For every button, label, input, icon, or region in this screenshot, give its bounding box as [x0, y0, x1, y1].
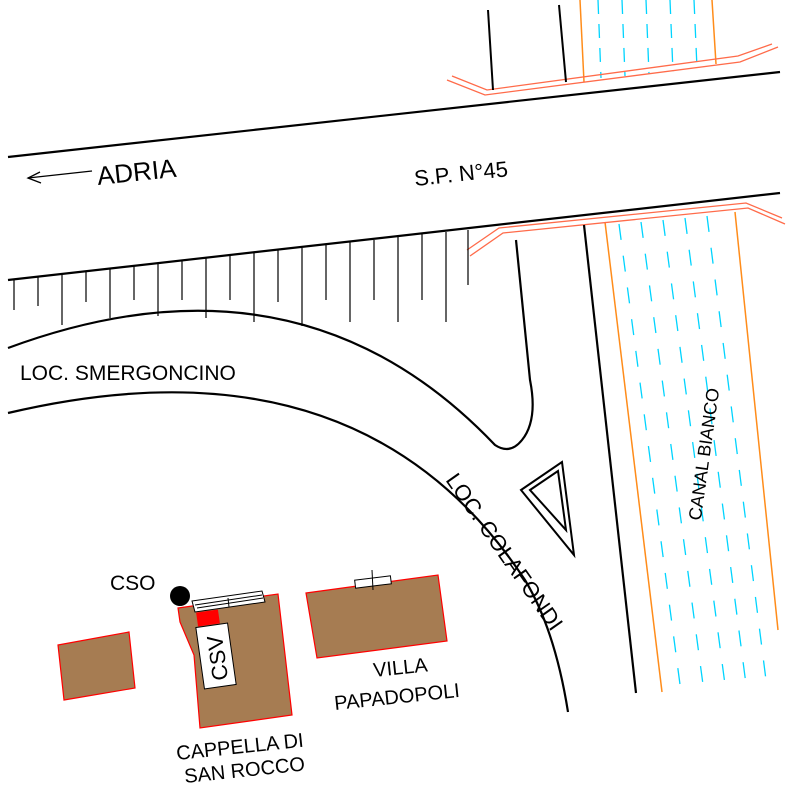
- canal-north: [579, 0, 717, 83]
- canal-label: CANAL BIANCO: [685, 387, 723, 522]
- building-cappella: [177, 590, 293, 729]
- locality-north-label: LOC. SMERGONCINO: [20, 362, 236, 385]
- road-label: S.P. N°45: [413, 156, 509, 191]
- bridge-south-railing: [466, 202, 786, 257]
- traffic-island: [519, 460, 576, 559]
- locality-south-label: LOC. COLAFONDI: [441, 469, 568, 636]
- arrow-left-icon: [26, 170, 93, 184]
- road-curved: [7, 239, 570, 713]
- road-east: [582, 224, 638, 694]
- csv-label-box: CSV: [195, 622, 237, 690]
- villa-label-line1: VILLA: [372, 654, 429, 682]
- embankment-hatching: [13, 230, 469, 326]
- villa-label-line2: PAPADOPOLI: [333, 680, 461, 715]
- cso-marker: [170, 586, 190, 606]
- direction-label: ADRIA: [95, 153, 178, 191]
- canal-south: [604, 211, 779, 693]
- building-villa: [305, 569, 448, 659]
- road-sp45: [7, 70, 781, 282]
- bridge-north-railing: [446, 43, 779, 96]
- building-small: [57, 631, 136, 701]
- road-north-branches: [487, 4, 567, 91]
- cso-label: CSO: [110, 572, 156, 595]
